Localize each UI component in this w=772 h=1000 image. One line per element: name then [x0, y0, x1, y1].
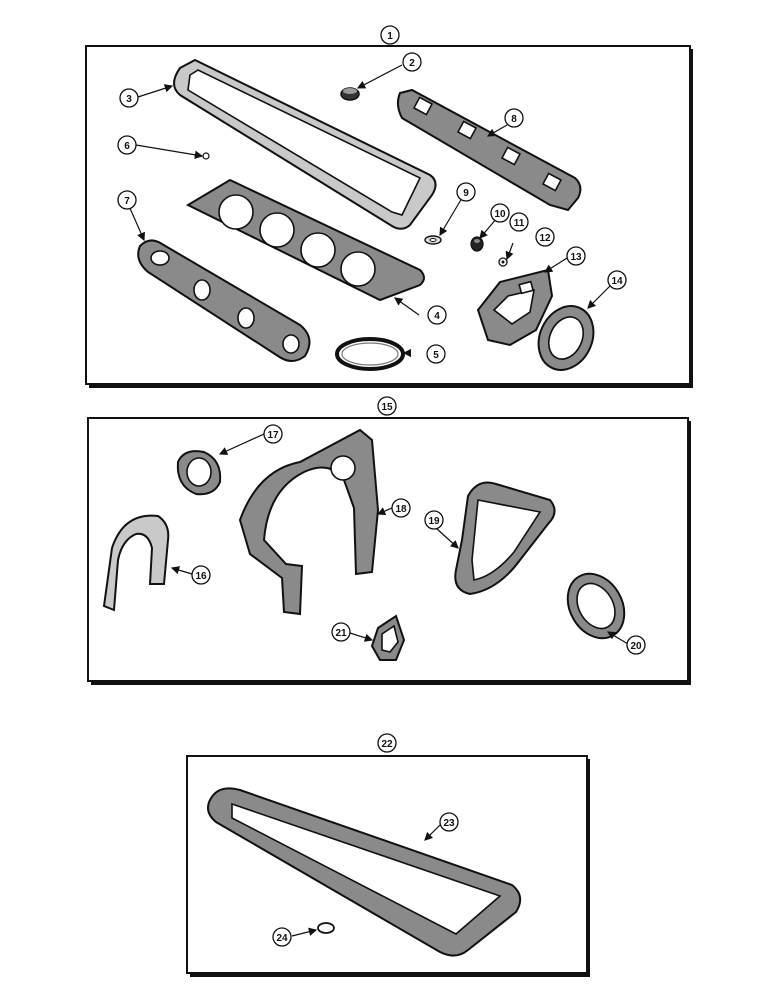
- callout-23: 23: [439, 812, 459, 832]
- svg-text:14: 14: [611, 276, 623, 287]
- part-6-washer: [202, 152, 210, 160]
- callout-8: 8: [504, 108, 524, 128]
- callout-20: 20: [626, 635, 646, 655]
- svg-text:18: 18: [395, 504, 407, 515]
- svg-text:24: 24: [276, 933, 288, 944]
- part-8-manifold-gasket: [396, 88, 582, 212]
- part-16-rear-seal: [102, 514, 170, 612]
- part-24-washer: [317, 922, 335, 934]
- callout-11: 11: [509, 212, 529, 232]
- svg-text:3: 3: [126, 94, 132, 105]
- part-23-oil-pan-gasket: [207, 787, 522, 957]
- group-callout-1: 1: [380, 25, 400, 45]
- callout-13: 13: [566, 246, 586, 266]
- svg-text:21: 21: [335, 628, 347, 639]
- svg-text:10: 10: [494, 209, 506, 220]
- part-4-head-gasket: [185, 178, 425, 302]
- svg-text:20: 20: [630, 641, 642, 652]
- callout-24: 24: [272, 927, 292, 947]
- group-1-label: 1: [387, 31, 393, 42]
- part-18-timing-cover-gasket: [238, 428, 380, 616]
- callout-18: 18: [391, 498, 411, 518]
- callout-5: 5: [426, 344, 446, 364]
- svg-text:7: 7: [124, 196, 130, 207]
- callout-17: 17: [263, 424, 283, 444]
- svg-text:13: 13: [570, 252, 582, 263]
- callout-4: 4: [427, 305, 447, 325]
- part-14-round-gasket: [537, 305, 595, 371]
- svg-text:2: 2: [409, 58, 415, 69]
- svg-text:8: 8: [511, 114, 517, 125]
- part-12-washer: [498, 257, 508, 267]
- callout-9: 9: [456, 182, 476, 202]
- callout-3: 3: [119, 88, 139, 108]
- part-2-plug: [340, 87, 360, 101]
- callout-7: 7: [117, 190, 137, 210]
- callout-21: 21: [331, 622, 351, 642]
- svg-text:17: 17: [267, 430, 279, 441]
- group-callout-15: 15: [377, 396, 397, 416]
- svg-text:23: 23: [443, 818, 455, 829]
- svg-text:4: 4: [434, 311, 440, 322]
- callout-6: 6: [117, 135, 137, 155]
- svg-text:19: 19: [428, 516, 440, 527]
- group-callout-22: 22: [377, 733, 397, 753]
- callout-14: 14: [607, 270, 627, 290]
- svg-text:12: 12: [539, 233, 551, 244]
- group-22-label: 22: [381, 739, 393, 750]
- part-13-housing-gasket: [476, 268, 554, 347]
- part-3-rocker-cover-gasket: [173, 58, 437, 230]
- part-10-11-grommet: [470, 236, 484, 252]
- svg-text:6: 6: [124, 141, 130, 152]
- callout-2: 2: [402, 52, 422, 72]
- svg-text:16: 16: [195, 571, 207, 582]
- svg-text:11: 11: [514, 218, 525, 229]
- part-17-flange-gasket: [176, 450, 222, 496]
- part-9-washer: [424, 235, 442, 245]
- part-7-exhaust-gasket: [137, 239, 311, 362]
- svg-text:5: 5: [433, 350, 439, 361]
- group-15-label: 15: [381, 402, 393, 413]
- part-19-water-pump-gasket: [454, 481, 556, 596]
- callout-16: 16: [191, 565, 211, 585]
- part-21-plate-gasket: [370, 614, 406, 661]
- svg-text:9: 9: [463, 188, 469, 199]
- callout-10: 10: [490, 203, 510, 223]
- callout-12: 12: [535, 227, 555, 247]
- leader-lines: [128, 64, 629, 937]
- callout-19: 19: [424, 510, 444, 530]
